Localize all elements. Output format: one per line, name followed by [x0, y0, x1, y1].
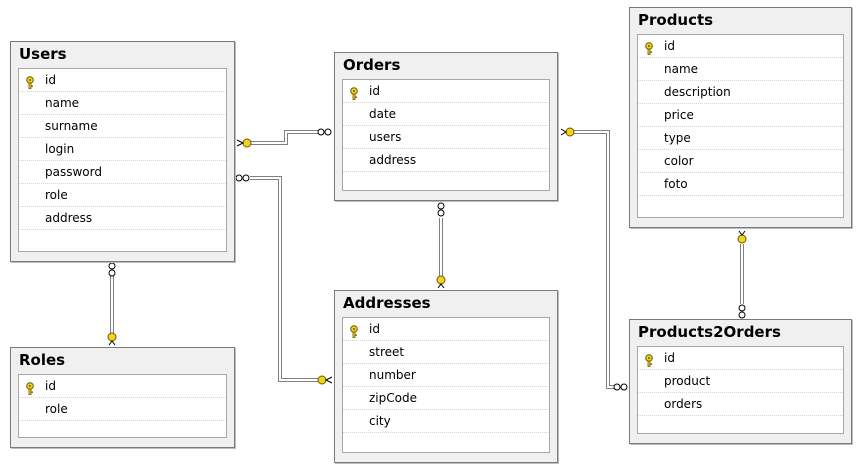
relationship-users-addresses[interactable]	[235, 174, 333, 385]
infinity-connector-icon	[613, 383, 628, 391]
column-row[interactable]: number	[343, 364, 549, 387]
key-icon	[348, 85, 360, 100]
column-row[interactable]: name	[638, 58, 843, 81]
column-row[interactable]: orders	[638, 393, 843, 416]
column-name: zipCode	[369, 391, 417, 405]
infinity-connector-icon	[437, 202, 445, 217]
relationship-orders-users[interactable]	[236, 128, 332, 148]
column-name: users	[369, 130, 402, 144]
column-list: id name surname login password role address	[18, 68, 227, 252]
column-list: id product orders	[637, 346, 844, 434]
column-row[interactable]: type	[638, 127, 843, 150]
column-row[interactable]: date	[343, 103, 549, 126]
table-title: Roles	[19, 351, 66, 369]
column-name: id	[369, 84, 380, 98]
column-name: city	[369, 414, 391, 428]
column-name: foto	[664, 177, 688, 191]
column-row[interactable]: surname	[19, 115, 226, 138]
column-row[interactable]: city	[343, 410, 549, 433]
key-icon	[24, 380, 36, 395]
column-name: color	[664, 154, 694, 168]
column-row[interactable]: login	[19, 138, 226, 161]
column-name: type	[664, 131, 691, 145]
key-connector-icon	[436, 275, 446, 289]
column-name: password	[45, 165, 102, 179]
column-name: orders	[664, 397, 703, 411]
addresses-table[interactable]: Addresses id street number zipCode city	[334, 290, 558, 463]
column-name: description	[664, 85, 731, 99]
column-name: address	[369, 153, 417, 167]
column-row[interactable]: role	[19, 184, 226, 207]
column-row[interactable]: description	[638, 81, 843, 104]
column-name: id	[664, 39, 675, 53]
key-connector-icon	[107, 332, 117, 346]
column-list: id date users address	[342, 79, 550, 191]
column-name: price	[664, 108, 694, 122]
column-row[interactable]: id	[638, 35, 843, 58]
column-row[interactable]: users	[343, 126, 549, 149]
column-list: id role	[18, 374, 227, 438]
orders-table[interactable]: Orders id date users address	[334, 52, 558, 201]
relationship-orders-addresses[interactable]	[436, 202, 446, 289]
users-table[interactable]: Users id name surname login password role addr…	[10, 41, 235, 262]
products2orders-table[interactable]: Products2Orders id product orders	[629, 319, 852, 444]
products-table[interactable]: Products id name description price type color…	[629, 7, 852, 228]
column-name: id	[45, 379, 56, 393]
column-row[interactable]: password	[19, 161, 226, 184]
table-title: Orders	[343, 56, 401, 74]
column-name: id	[45, 73, 56, 87]
table-title: Addresses	[343, 294, 431, 312]
relationship-products2orders-products[interactable]	[737, 230, 747, 319]
column-name: product	[664, 374, 711, 388]
column-row[interactable]: name	[19, 92, 226, 115]
column-list: id street number zipCode city	[342, 317, 550, 453]
key-connector-icon	[560, 127, 575, 137]
table-title: Users	[19, 45, 67, 63]
key-connector-icon	[236, 138, 252, 148]
table-title: Products	[638, 11, 714, 29]
infinity-connector-icon	[317, 128, 332, 136]
column-name: id	[664, 351, 675, 365]
column-row[interactable]: price	[638, 104, 843, 127]
column-name: id	[369, 322, 380, 336]
column-row[interactable]: product	[638, 370, 843, 393]
relationship-products2orders-orders[interactable]	[560, 127, 628, 391]
column-row[interactable]: id	[19, 375, 226, 398]
infinity-connector-icon	[235, 174, 250, 182]
column-name: address	[45, 211, 93, 225]
table-title: Products2Orders	[638, 323, 781, 341]
key-icon	[643, 40, 655, 55]
infinity-connector-icon	[108, 262, 116, 277]
key-icon	[643, 352, 655, 367]
column-name: role	[45, 188, 68, 202]
column-name: street	[369, 345, 405, 359]
column-row[interactable]: zipCode	[343, 387, 549, 410]
relationship-users-roles[interactable]	[107, 262, 117, 346]
column-list: id name description price type color foto	[637, 34, 844, 218]
column-name: login	[45, 142, 75, 156]
column-name: name	[664, 62, 699, 76]
column-name: surname	[45, 119, 98, 133]
column-name: date	[369, 107, 397, 121]
key-icon	[24, 74, 36, 89]
column-name: name	[45, 96, 80, 110]
roles-table[interactable]: Roles id role	[10, 347, 235, 448]
column-row[interactable]: street	[343, 341, 549, 364]
column-name: role	[45, 402, 68, 416]
column-row[interactable]: id	[19, 69, 226, 92]
key-connector-icon	[737, 230, 747, 244]
infinity-connector-icon	[738, 304, 746, 319]
column-row[interactable]: id	[638, 347, 843, 370]
column-row[interactable]: id	[343, 318, 549, 341]
column-name: number	[369, 368, 416, 382]
column-row[interactable]: foto	[638, 173, 843, 196]
column-row[interactable]: address	[343, 149, 549, 172]
column-row[interactable]: color	[638, 150, 843, 173]
key-connector-icon	[317, 375, 333, 385]
key-icon	[348, 323, 360, 338]
column-row[interactable]: address	[19, 207, 226, 230]
column-row[interactable]: role	[19, 398, 226, 421]
column-row[interactable]: id	[343, 80, 549, 103]
